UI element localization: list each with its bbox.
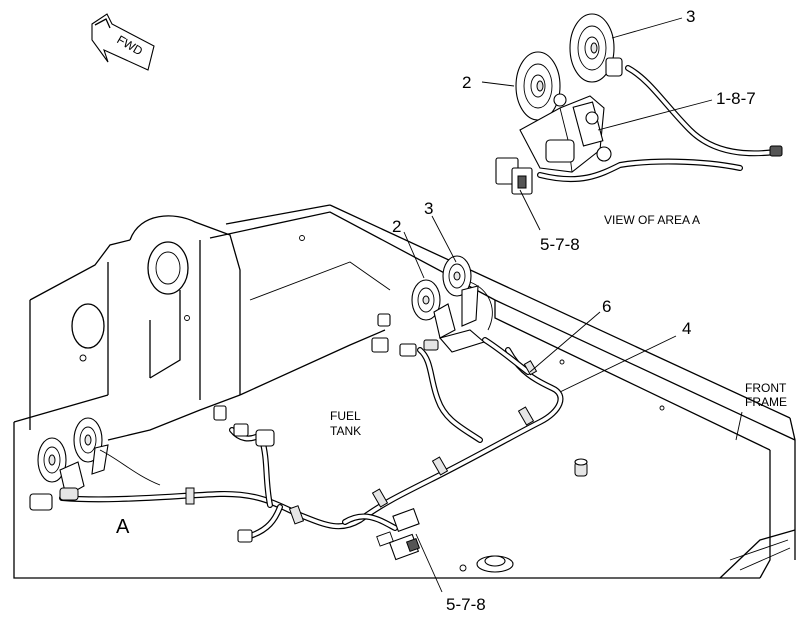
fuel-cap	[476, 555, 514, 573]
callout-horn2-main: 2	[392, 217, 401, 236]
horns-main	[371, 255, 493, 357]
callout-harness: 4	[682, 319, 691, 338]
caption-fuel-tank-2: TANK	[330, 424, 361, 438]
callout-horn2-inset: 2	[462, 73, 471, 92]
frame-outline	[13, 204, 796, 579]
connector-main	[376, 508, 421, 561]
caption-fuel-tank-1: FUEL	[330, 409, 361, 423]
area-a-marker: A	[116, 516, 130, 538]
callout-horn3-main: 3	[424, 199, 433, 218]
callout-connector-inset: 5-7-8	[540, 235, 580, 254]
caption-front-frame-2: FRAME	[745, 395, 787, 409]
horns-area-a	[29, 417, 161, 511]
caption-front-frame-1: FRONT	[745, 381, 787, 395]
callout-connector-main: 5-7-8	[446, 595, 486, 614]
caption-view-of-area-a: VIEW OF AREA A	[604, 213, 700, 227]
drain-plug	[574, 458, 588, 477]
inset-view-area-a	[495, 13, 783, 195]
fwd-arrow-icon: FWD	[91, 13, 155, 71]
callout-horn-inset: 3	[686, 7, 695, 26]
leader-lines	[403, 17, 743, 593]
callout-bracket-inset: 1-8-7	[716, 89, 756, 108]
wiring-harness	[59, 337, 564, 561]
callout-clip: 6	[602, 297, 611, 316]
